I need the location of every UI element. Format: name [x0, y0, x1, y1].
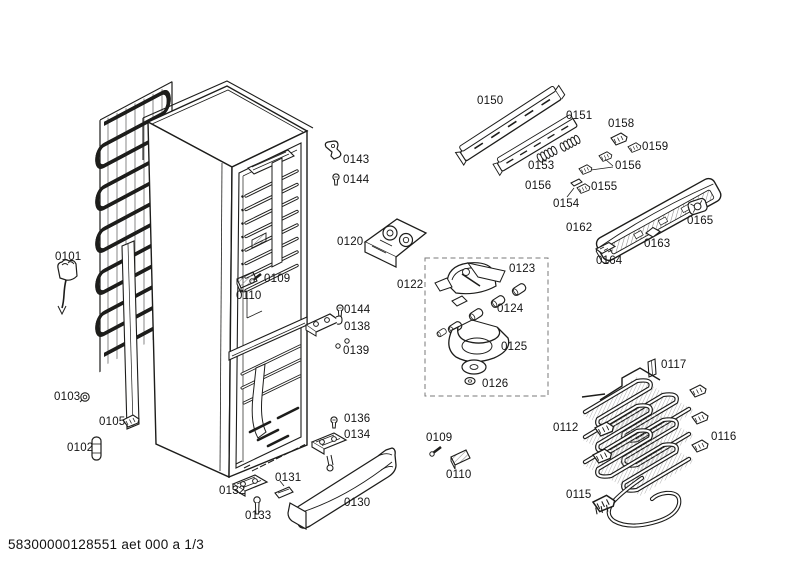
part-0155-clip-drawing: [576, 183, 591, 194]
part-0109-screw-bottom-drawing: [429, 445, 442, 457]
part-0164-cover-drawing: [594, 241, 617, 255]
part-0133-screw-drawing: [253, 496, 261, 515]
part-0116-clips-drawing: [689, 384, 709, 453]
freezer-interior-drawing: [235, 344, 306, 472]
part-0144-screw-mid-drawing: [336, 304, 344, 317]
part-0123-damper-housing-drawing: [434, 262, 506, 295]
part-0134-hinge-drawing: [311, 432, 347, 472]
part-0144-screw-top-drawing: [332, 173, 340, 186]
part-0115-clip-drawing: [592, 494, 616, 515]
part-0122-kit-box: [424, 257, 549, 397]
part-0131-plate-drawing: [274, 480, 294, 499]
part-0153-springs-drawing: [536, 134, 581, 163]
part-0151-rail-drawing: [492, 114, 578, 177]
part-0150-rail-drawing: [454, 84, 566, 167]
part-0163-cap-drawing: [645, 226, 661, 238]
part-0138-hinge-drawing: [304, 313, 343, 337]
part-0143-clip-drawing: [324, 140, 342, 160]
part-0154-plate-drawing: [566, 178, 583, 198]
part-0136-screw-drawing: [330, 416, 338, 429]
part-0117-tag-drawing: [647, 358, 657, 378]
part-0126-disc-drawing: [461, 359, 487, 385]
interior-channel-drawing: [246, 157, 283, 319]
part-0125-scroll-drawing: [448, 319, 510, 363]
part-0156-clips-drawing: [578, 151, 614, 175]
part-0102-sleeve-drawing: [91, 436, 102, 461]
cabinet-drawing: [142, 80, 314, 479]
part-0124-sleeves-drawing: [435, 293, 507, 339]
part-0101-plug-drawing: [57, 259, 78, 316]
part-0130-plinth-drawing: [287, 447, 397, 531]
part-0123-plug-drawing: [510, 281, 528, 298]
part-0158-clip-drawing: [610, 132, 628, 146]
part-0132-hinge-drawing: [232, 474, 268, 497]
part-0110-grille-bottom-drawing: [450, 449, 471, 470]
part-0139-washers-drawing: [335, 338, 350, 349]
drain-channel-drawing: [121, 240, 140, 430]
part-0103-nut-drawing: [79, 392, 90, 403]
document-number: 58300000128551 aet 000 a 1/3: [8, 537, 205, 552]
part-0120-bracket-drawing: [363, 218, 428, 268]
part-0159-clip-drawing: [627, 142, 642, 153]
part-0110-grille-mid-drawing: [236, 271, 258, 294]
part-0165-knob-drawing: [687, 197, 708, 215]
part-0162-panel-drawing: [595, 177, 722, 264]
